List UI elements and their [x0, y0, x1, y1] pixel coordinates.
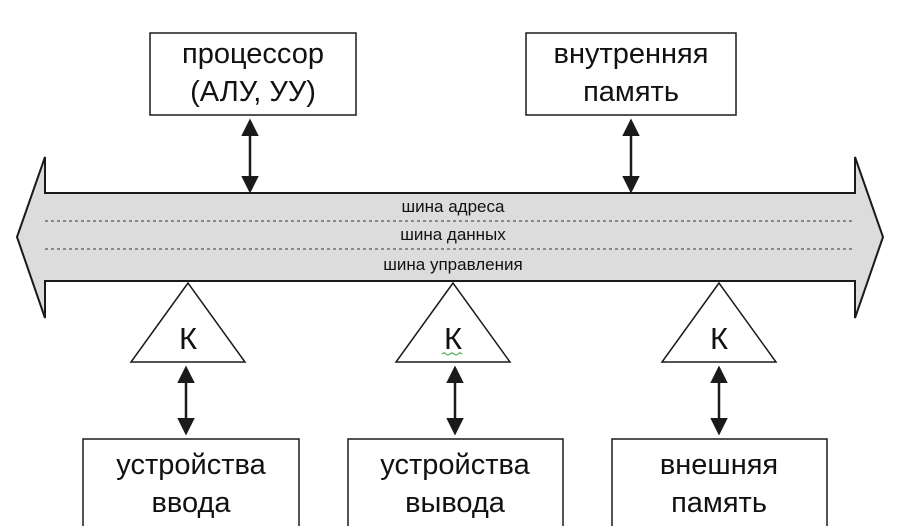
processor-box: процессор (АЛУ, УУ) — [149, 32, 357, 116]
controller-external-memory-label: К — [710, 321, 728, 356]
input-devices-label-line1: устройства — [116, 449, 266, 481]
output-devices-box: устройства вывода — [347, 438, 564, 526]
controller-output: К — [394, 281, 512, 363]
output-devices-label-line2: вывода — [405, 487, 506, 519]
bus-arrow-shape — [15, 156, 885, 319]
controller-input: К — [129, 281, 247, 363]
bus-label-address: шина адреса — [402, 197, 505, 216]
internal-memory-label-line1: внутренняя — [554, 38, 709, 70]
controller-input-label: К — [179, 321, 197, 356]
input-devices-box: устройства ввода — [82, 438, 300, 526]
processor-label-line1: процессор — [182, 38, 324, 70]
output-devices-label-line1: устройства — [380, 449, 530, 481]
internal-memory-box: внутренняя память — [525, 32, 737, 116]
controller-output-label: К — [444, 321, 462, 356]
external-memory-label-line2: память — [671, 487, 767, 519]
controller-external-memory: К — [660, 281, 778, 363]
bus-label-control: шина управления — [383, 255, 522, 274]
external-memory-label-line1: внешняя — [660, 449, 778, 481]
external-memory-box: внешняя память — [611, 438, 828, 526]
bus-label-data: шина данных — [400, 225, 506, 244]
internal-memory-label-line2: память — [583, 76, 679, 108]
input-devices-label-line2: ввода — [151, 487, 231, 519]
system-bus: шина адреса шина данных шина управления — [15, 156, 885, 319]
processor-label-line2: (АЛУ, УУ) — [190, 76, 316, 108]
spellcheck-squiggle — [441, 352, 463, 356]
